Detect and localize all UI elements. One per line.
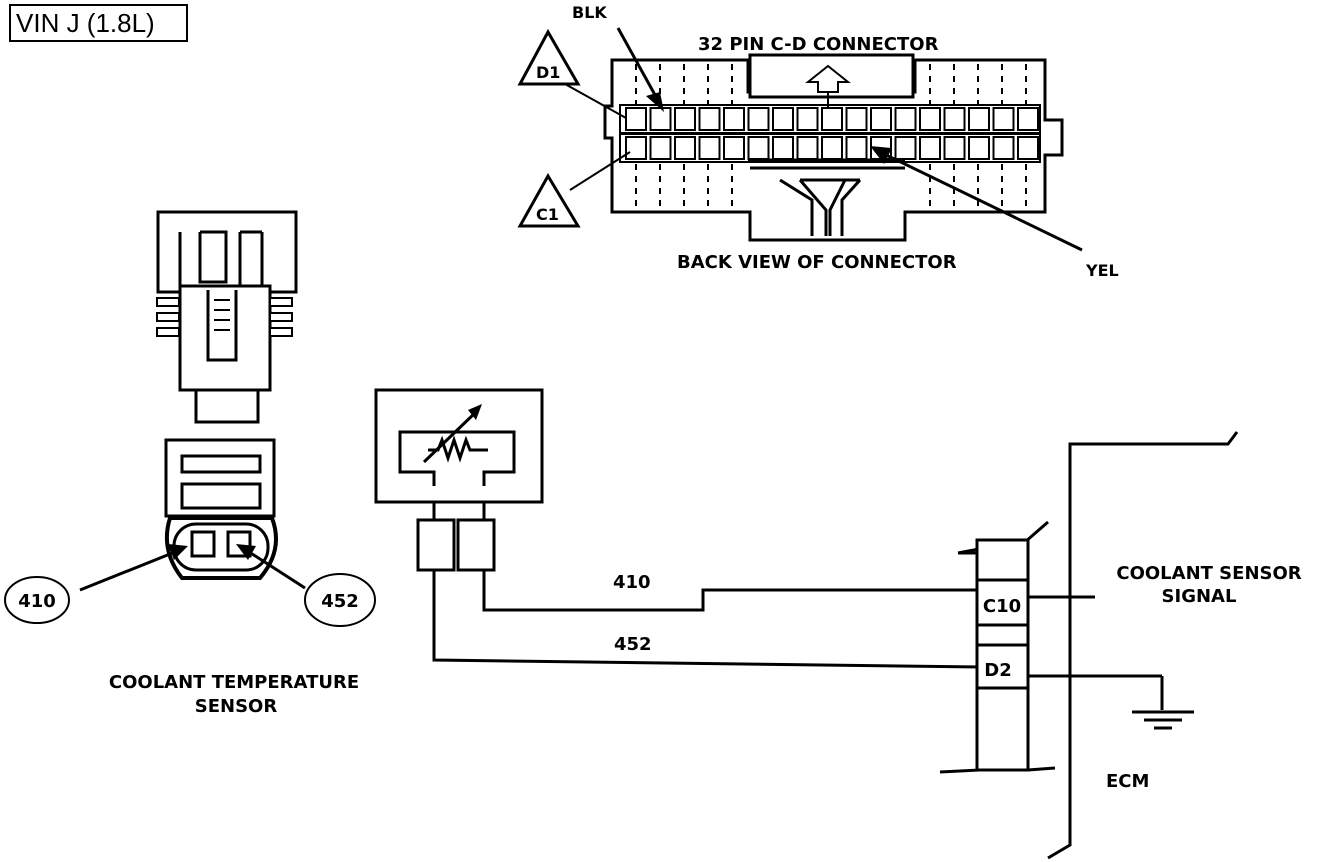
ground-icon (1132, 676, 1194, 730)
pin-cavity (894, 136, 917, 160)
pin-cavity (772, 136, 794, 160)
blk-wire-label: BLK (572, 3, 607, 22)
pin-cavity (1017, 136, 1039, 160)
sensor-plug (156, 210, 298, 424)
pin-cavity (992, 107, 1015, 131)
pin-cavity (698, 107, 721, 131)
wire-guide (748, 158, 905, 236)
pin-c1-label: C1 (536, 205, 559, 224)
ecm-boundary (1028, 431, 1239, 860)
pin-cavity (772, 107, 794, 131)
sensor-body (164, 438, 278, 580)
signal-label-line1: COOLANT SENSOR (1116, 563, 1301, 584)
wire-452-label: 452 (614, 634, 652, 655)
pin-cavity (674, 107, 696, 131)
vin-header: VIN J (1.8L) (9, 4, 188, 42)
pin-cavity (649, 136, 672, 160)
terminal-452-arrow-icon (236, 544, 256, 560)
pin-cavity (723, 136, 745, 160)
signal-label-line2: SIGNAL (1162, 586, 1237, 607)
pin-d1-marker: D1 (517, 28, 627, 119)
connector-dividers (635, 64, 1027, 210)
terminal-410-arrow-icon (168, 544, 188, 560)
pin-cavity-frame (619, 133, 1041, 163)
wire-410-label: 410 (613, 572, 651, 593)
latch-up-arrow-icon (805, 64, 851, 93)
variable-arrow-icon (468, 404, 482, 420)
pin-cavity (747, 107, 770, 131)
pin-connector-32: BLK 32 PIN C-D CONNECTOR D1 C1 (517, 3, 1119, 280)
terminal-452-callout: 452 (236, 544, 376, 627)
pin-cavity (968, 107, 990, 131)
pin-c1-marker: C1 (517, 151, 631, 228)
terminal-410-callout: 410 (4, 544, 188, 624)
vin-label: VIN J (1.8L) (16, 8, 155, 38)
coolant-temperature-sensor: 410 452 COOLANT TEMPERATURE SENSOR (4, 210, 376, 717)
pin-d2-label: D2 (984, 660, 1011, 681)
pin-cavity (674, 136, 696, 160)
wire-452: 452 (432, 570, 981, 669)
pin-cavity (992, 136, 1015, 160)
pin-cavity (821, 136, 843, 160)
sensor-connector-halves (416, 502, 496, 572)
pin-cavity (919, 136, 941, 160)
wire-410: 410 (482, 570, 980, 612)
pin-cavity (723, 107, 745, 131)
pin-cavity (845, 107, 868, 131)
pin-cavity (649, 107, 672, 131)
pin-cavity (821, 107, 843, 131)
thermistor-symbol (374, 388, 544, 504)
pin-c10-label: C10 (983, 596, 1021, 617)
pin-d1-label: D1 (536, 63, 560, 82)
pin-cavity (919, 107, 941, 131)
pin-cavity (747, 136, 770, 160)
blk-arrow-icon (646, 92, 664, 112)
sensor-caption-line2: SENSOR (195, 696, 278, 717)
yel-wire-label: YEL (1085, 261, 1119, 280)
schematic: 410 452 C10 D2 (374, 388, 1302, 860)
connector-body (603, 58, 1064, 242)
pin-cavity (796, 136, 819, 160)
connector-title: 32 PIN C-D CONNECTOR (698, 34, 939, 55)
ecm-connector: C10 D2 (939, 520, 1056, 774)
pin-cavity (796, 107, 819, 131)
pin-cavity (1017, 107, 1039, 131)
pin-cavity (625, 107, 647, 131)
pin-row-c (619, 133, 1041, 163)
pin-cavity (894, 107, 917, 131)
pin-cavity (968, 136, 990, 160)
terminal-410-label: 410 (18, 591, 56, 612)
pin-cavity (943, 136, 966, 160)
pin-cavity (698, 136, 721, 160)
sensor-caption-line1: COOLANT TEMPERATURE (109, 672, 359, 693)
pin-cavity (845, 136, 868, 160)
ecm-label: ECM (1106, 771, 1149, 792)
pin-cavity (943, 107, 966, 131)
pin-row-d (619, 104, 1041, 134)
yel-arrow-icon (870, 146, 892, 164)
terminal-452-label: 452 (321, 591, 359, 612)
connector-caption: BACK VIEW OF CONNECTOR (677, 252, 957, 273)
pin-cavity (625, 136, 647, 160)
pin-cavity (870, 107, 892, 131)
